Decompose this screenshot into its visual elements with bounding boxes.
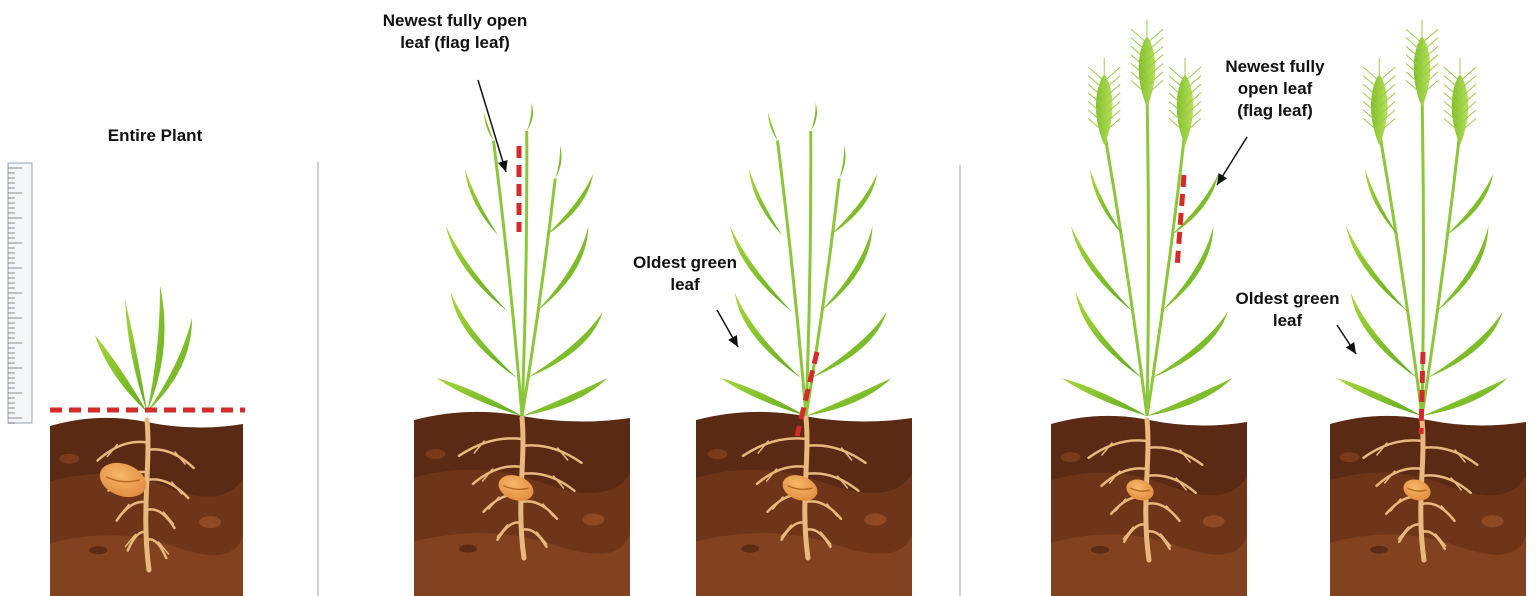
stem bbox=[1422, 93, 1424, 416]
stem bbox=[1147, 93, 1149, 416]
wheat-head bbox=[1406, 20, 1438, 107]
arrow-head bbox=[1217, 173, 1227, 185]
awn bbox=[1444, 67, 1460, 81]
soil-pebble bbox=[1061, 452, 1081, 462]
leaf-blade bbox=[522, 378, 608, 416]
awn bbox=[1379, 67, 1395, 81]
entire-plant-label: Entire Plant bbox=[70, 125, 240, 147]
flag-leaf-arrow-stage3 bbox=[1217, 137, 1247, 185]
soil-pebble bbox=[1091, 546, 1109, 554]
awn bbox=[1147, 29, 1163, 43]
arrow-shaft bbox=[478, 80, 506, 172]
seedling-plant bbox=[95, 285, 192, 412]
arrow-head bbox=[728, 335, 738, 347]
awn bbox=[1422, 29, 1438, 43]
leaf-blade bbox=[811, 312, 887, 379]
soil-pebble bbox=[864, 514, 886, 526]
leaf-blade bbox=[527, 312, 603, 379]
leaf-blade bbox=[1147, 378, 1233, 416]
leaf-blade bbox=[147, 318, 192, 412]
oldest-leaf-label-stage2: Oldest green leaf bbox=[615, 252, 755, 296]
stem bbox=[1379, 131, 1422, 416]
ruler-icon bbox=[8, 163, 32, 423]
leaf-blade bbox=[465, 169, 498, 236]
awn bbox=[1169, 67, 1185, 81]
flag-leaf-label-stage3: Newest fully open leaf (flag leaf) bbox=[1200, 56, 1350, 122]
stem bbox=[522, 131, 527, 416]
leaf-blade bbox=[446, 226, 508, 312]
leaf-blade bbox=[1422, 378, 1508, 416]
wheat-head bbox=[1444, 58, 1476, 145]
awn bbox=[1363, 67, 1379, 81]
wheat-head bbox=[1169, 58, 1201, 145]
soil-pebble bbox=[1340, 452, 1360, 462]
soil-pebble bbox=[59, 454, 79, 464]
arrow-head bbox=[1346, 342, 1356, 354]
leaf-blade bbox=[735, 293, 801, 379]
leaf-blade bbox=[1337, 378, 1423, 416]
flag-leaf-label-stage2: Newest fully open leaf (flag leaf) bbox=[360, 10, 550, 54]
leaf-blade bbox=[451, 293, 517, 379]
stem bbox=[778, 141, 807, 417]
tillering-plant-a bbox=[437, 103, 608, 417]
leaf-blade bbox=[839, 145, 845, 178]
soil-pebble bbox=[741, 545, 759, 553]
stem bbox=[1147, 131, 1185, 416]
awn bbox=[1460, 67, 1476, 81]
awn bbox=[1185, 67, 1201, 81]
soil-stage3b bbox=[1330, 416, 1526, 596]
oldest-leaf-arrow-stage2 bbox=[717, 310, 738, 347]
soil-pebble bbox=[1203, 515, 1225, 527]
arrow-head bbox=[498, 160, 508, 172]
leaf-blade bbox=[527, 103, 533, 132]
soil-pebble bbox=[426, 449, 446, 459]
soil-pebble bbox=[199, 516, 221, 528]
soil-pebble bbox=[708, 449, 728, 459]
wheat-head bbox=[1131, 20, 1163, 107]
leaf-blade bbox=[806, 378, 892, 416]
wheat-head bbox=[1363, 58, 1395, 145]
awn bbox=[1104, 67, 1120, 81]
flag-leaf-arrow-stage2 bbox=[478, 80, 508, 172]
leaf-blade bbox=[1071, 226, 1133, 312]
awn bbox=[1088, 67, 1104, 81]
awn bbox=[1131, 29, 1147, 43]
leaf-blade bbox=[555, 145, 561, 178]
oldest-leaf-label-stage3: Oldest green leaf bbox=[1215, 288, 1360, 332]
leaf-blade bbox=[437, 378, 523, 416]
stem bbox=[494, 141, 523, 417]
leaf-blade bbox=[768, 112, 778, 141]
leaf-blade bbox=[1427, 312, 1503, 379]
leaf-blade bbox=[811, 103, 817, 132]
leaf-blade bbox=[721, 378, 807, 416]
stem bbox=[1422, 131, 1460, 416]
soil-pebble bbox=[89, 546, 107, 554]
wheat-head bbox=[1088, 58, 1120, 145]
leaf-blade bbox=[1062, 378, 1148, 416]
soil-pebble bbox=[582, 514, 604, 526]
soil-pebble bbox=[1370, 546, 1388, 554]
leaf-blade bbox=[749, 169, 782, 236]
awn bbox=[1406, 29, 1422, 43]
soil-pebble bbox=[459, 545, 477, 553]
soil-pebble bbox=[1482, 515, 1504, 527]
stem bbox=[1104, 131, 1147, 416]
